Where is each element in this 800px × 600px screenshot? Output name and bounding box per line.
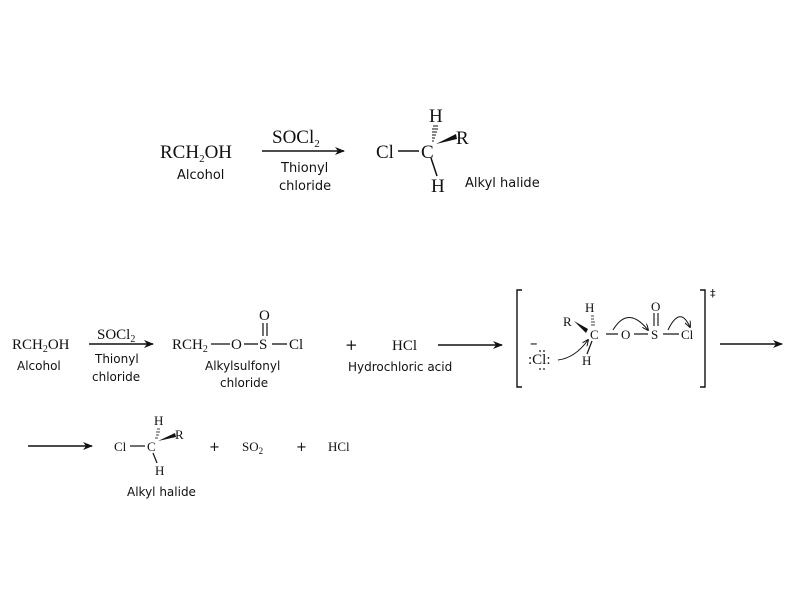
product-h-top: H (154, 413, 163, 428)
hcl-formula: HCl (328, 439, 350, 454)
ts-o-double: O (651, 299, 660, 314)
so2-formula: SO2 (242, 439, 263, 456)
plus-sign: + (209, 440, 220, 455)
electron-arrow (557, 340, 588, 361)
product-c: C (147, 439, 156, 454)
hcl-label: Hydrochloric acid (348, 360, 452, 374)
intermediate-rch2: RCH2 (172, 337, 208, 355)
reagent-formula: SOCl2 (272, 127, 320, 150)
product-h-bottom: H (431, 176, 445, 197)
reaction-2: RCH2OH Alcohol SOCl2 Thionyl chloride RC… (12, 287, 783, 390)
double-dagger-symbol: ‡ (710, 287, 716, 300)
wedge-bond (436, 134, 457, 144)
plus-sign: + (345, 336, 358, 354)
product-r: R (456, 128, 469, 149)
left-bracket (516, 289, 522, 388)
ts-h-bottom: H (582, 353, 591, 368)
hashed-bond (432, 125, 438, 142)
reaction-1: RCH2OH Alcohol SOCl2 Thionyl chloride Cl… (160, 106, 540, 197)
reactant-label: Alcohol (177, 168, 224, 183)
reagent-formula: SOCl2 (97, 327, 135, 345)
bond (430, 157, 438, 177)
product-r: R (175, 427, 184, 442)
intermediate-s: S (259, 337, 267, 353)
product-label: Alkyl halide (127, 485, 196, 499)
intermediate-cl: Cl (289, 337, 303, 353)
electron-arrow (667, 316, 690, 331)
intermediate-o: O (231, 337, 242, 353)
intermediate-o-double: O (259, 308, 270, 324)
ts-o: O (621, 327, 630, 342)
ts-cl: Cl (681, 327, 694, 342)
ts-r: R (563, 314, 572, 329)
reagent-label-line1: Thionyl (280, 161, 328, 176)
electron-arrow (612, 317, 648, 331)
product-cl: Cl (376, 142, 394, 163)
lone-pairs (539, 350, 545, 370)
hcl-formula: HCl (392, 338, 417, 354)
intermediate-label-line1: Alkylsulfonyl (205, 359, 280, 373)
product-label: Alkyl halide (465, 176, 540, 191)
wedge-bond (574, 321, 588, 333)
chloride-nucleophile: :Cl: (528, 352, 551, 368)
product-h-top: H (429, 106, 443, 127)
right-bracket (700, 289, 706, 388)
reagent-label-line2: chloride (92, 370, 140, 384)
product-h-bottom: H (155, 463, 164, 478)
hashed-bond (591, 315, 595, 326)
wedge-bond (158, 433, 176, 441)
ts-h-top: H (585, 300, 594, 315)
reagent-label-line2: chloride (279, 179, 331, 194)
intermediate-label-line2: chloride (220, 376, 268, 390)
ts-c: C (590, 327, 599, 342)
reactant-formula: RCH2OH (12, 337, 70, 355)
plus-sign: + (296, 440, 307, 455)
hashed-bond (155, 428, 160, 439)
reactant-label: Alcohol (17, 359, 61, 373)
product-cl: Cl (114, 439, 127, 454)
transition-state: ‡ – :Cl: R H C H O S O (516, 287, 716, 388)
reagent-label-line1: Thionyl (94, 352, 139, 366)
reaction-3: Cl C H R H Alkyl halide + SO2 + HCl (28, 413, 350, 499)
negative-charge: – (530, 334, 538, 352)
ts-s: S (651, 327, 658, 342)
reactant-formula: RCH2OH (160, 142, 232, 165)
product-c: C (421, 142, 434, 163)
